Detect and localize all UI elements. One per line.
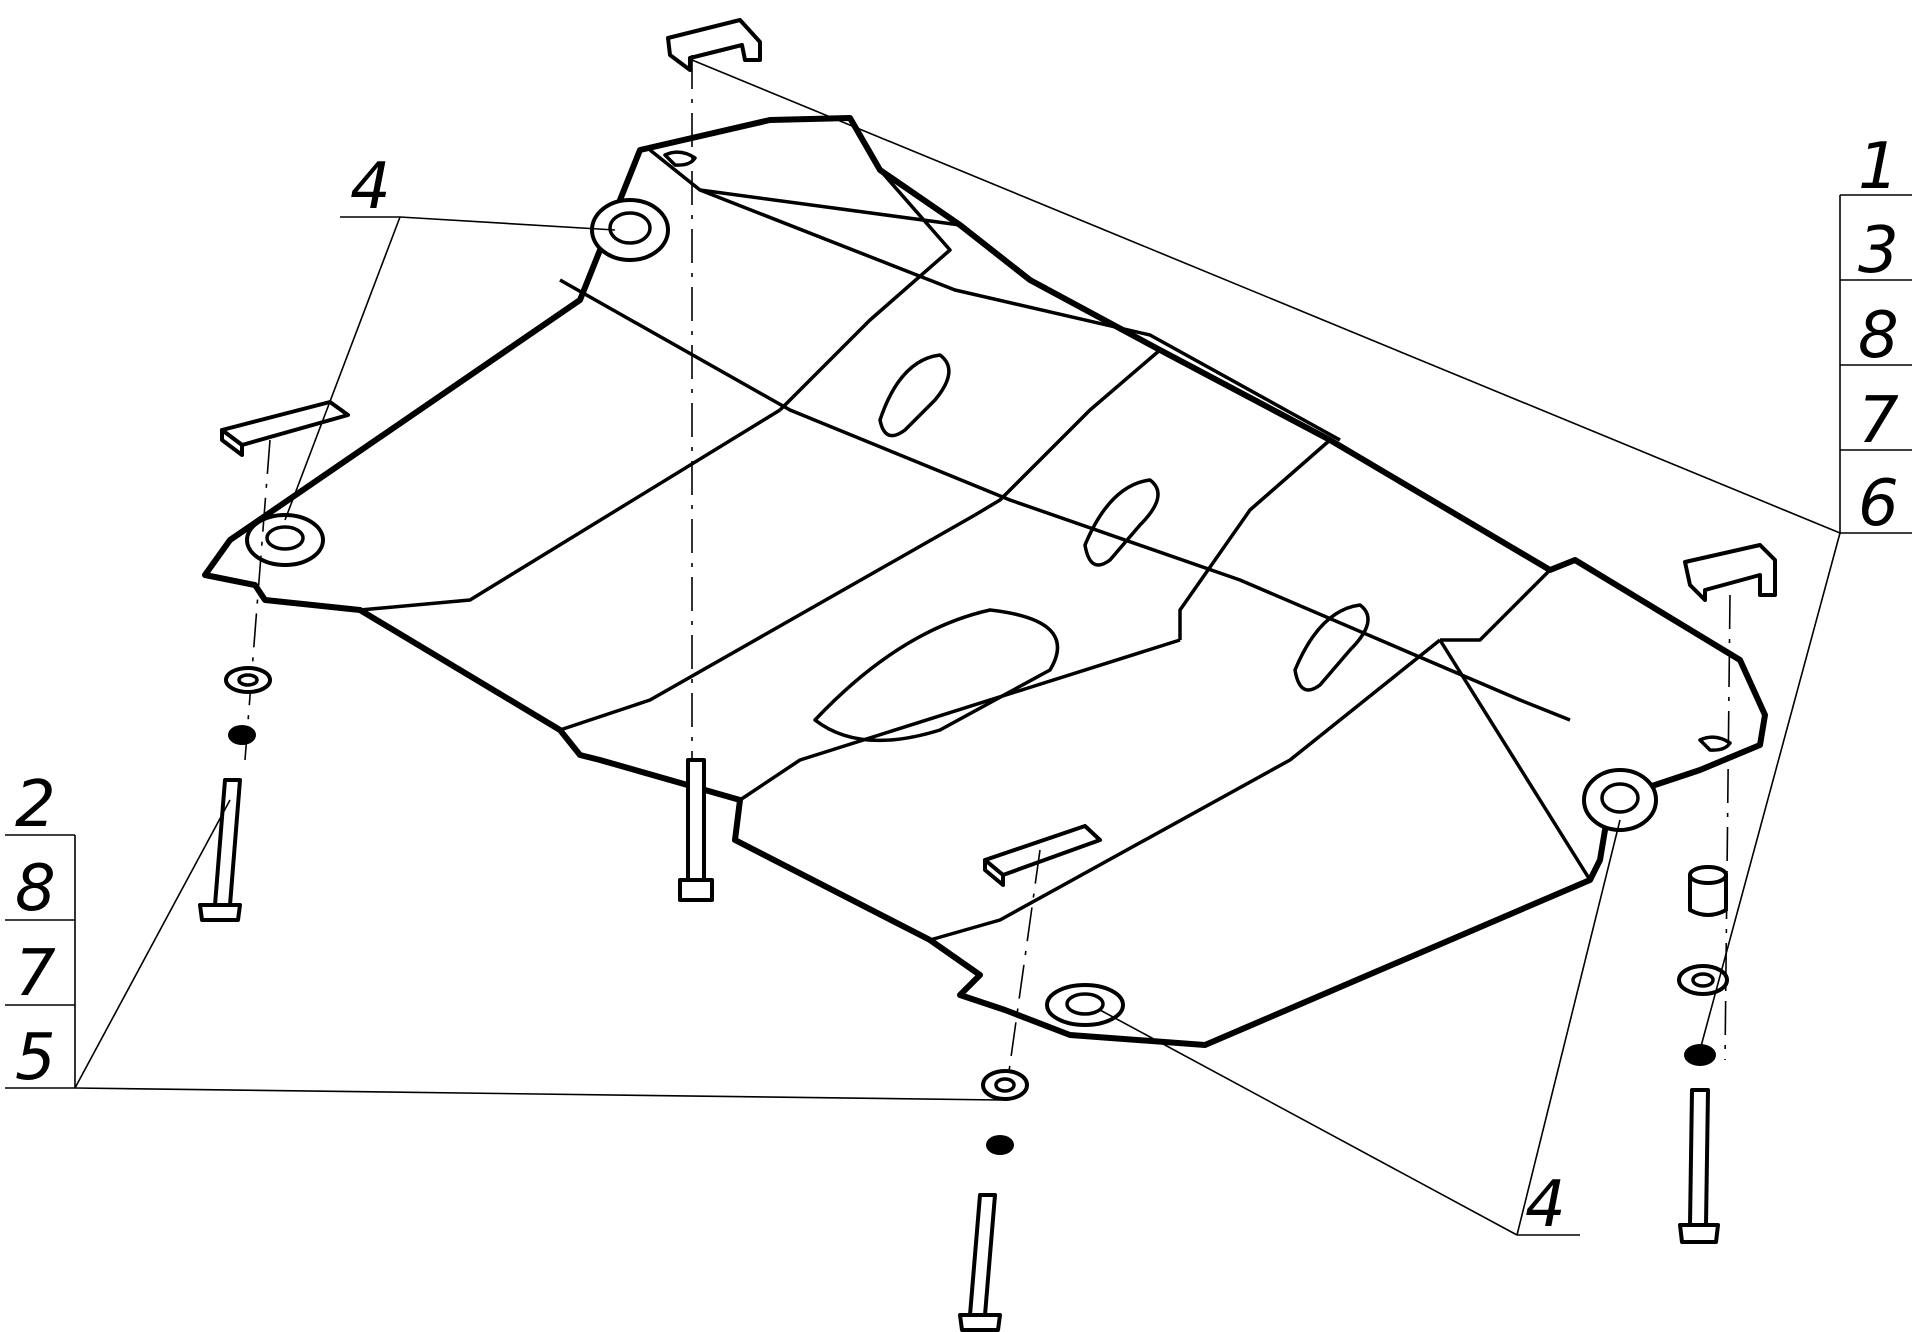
bracket-bottom [983, 824, 1102, 887]
callout-4-top: 4 [350, 150, 391, 224]
fastener-center [678, 758, 714, 902]
callout-2: 2 [15, 768, 56, 842]
callout-5: 5 [15, 1021, 56, 1095]
callout-1: 1 [1858, 130, 1899, 204]
bracket-left [220, 400, 350, 457]
callout-stack-right: 1 3 8 7 6 [1839, 130, 1912, 541]
callout-6: 6 [1858, 467, 1899, 541]
leader-lines [74, 59, 1912, 1236]
fastener-set-left [198, 666, 272, 922]
callout-7-left: 7 [15, 937, 56, 1011]
callout-stack-left: 2 8 7 5 [5, 768, 76, 1095]
bracket-right [1683, 543, 1777, 602]
callout-4-bottom: 4 [1525, 1168, 1566, 1242]
fastener-set-right [1677, 865, 1729, 1244]
callout-3: 3 [1858, 214, 1899, 288]
assembly-axes [244, 55, 1731, 1101]
callout-7: 7 [1858, 384, 1899, 458]
callout-8: 8 [1858, 299, 1899, 373]
bracket-top [666, 18, 762, 72]
skid-plate [202, 115, 1768, 1048]
fastener-set-bottom [958, 1069, 1029, 1332]
callout-8-left: 8 [15, 852, 56, 926]
